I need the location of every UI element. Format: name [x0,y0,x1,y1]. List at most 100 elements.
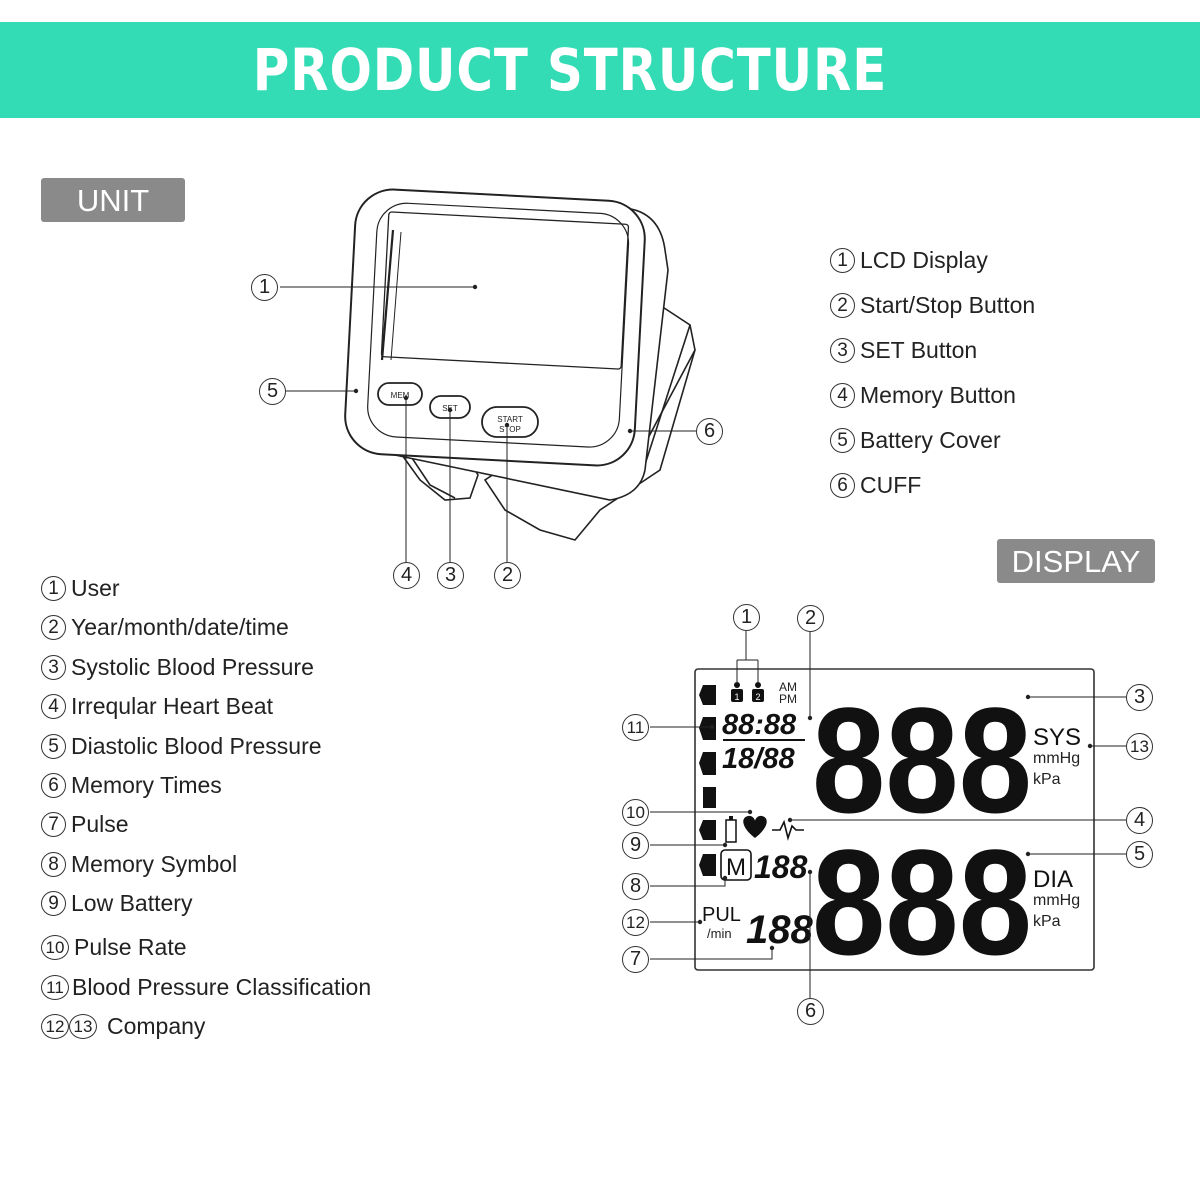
legend-number: 6 [830,473,855,498]
legend-number: 5 [830,428,855,453]
start-stop-button [481,406,539,438]
mem-button-label: MEM [391,391,410,400]
device-callout-4: 4 [393,562,420,589]
user-2-label: 2 [755,692,760,702]
pm-label: PM [779,692,797,706]
legend-label: Diastolic Blood Pressure [71,733,322,759]
legend-label: Start/Stop Button [860,292,1036,318]
lcd-callout-5: 5 [1126,841,1153,868]
stop-button-label: STOP [499,425,521,434]
lcd-callout-13: 13 [1126,733,1153,760]
memory-symbol: M [726,854,746,881]
legend-number: 4 [830,383,855,408]
legend-label: Memory Symbol [71,851,238,877]
lcd-callout-7: 7 [622,946,649,973]
display-legend-item: 10 Pulse Rate [41,934,187,961]
unit-legend-item: 4 Memory Button [830,382,1016,409]
unit-legend-item: 2 Start/Stop Button [830,292,1035,319]
legend-label: Pulse Rate [74,934,187,960]
legend-number: 13 [69,1014,97,1039]
display-legend-item: 12 13 Company [41,1013,205,1040]
dia-unit-kpa: kPa [1033,913,1061,930]
pul-label: PUL [702,904,741,926]
memory-symbol-box [720,849,752,881]
legend-label: Systolic Blood Pressure [71,654,314,680]
dia-label: DIA [1033,866,1073,893]
display-legend-item: 9 Low Battery [41,890,192,917]
display-legend-item: 7 Pulse [41,811,129,838]
legend-number: 10 [41,935,69,960]
unit-legend-item: 5 Battery Cover [830,427,1001,454]
legend-label: Irreqular Heart Beat [71,693,273,719]
legend-label: Battery Cover [860,427,1001,453]
display-legend-item: 5 Diastolic Blood Pressure [41,733,322,760]
legend-number: 1 [41,576,66,601]
page-title: PRODUCT STRUCTURE [252,36,888,104]
legend-label: Memory Button [860,382,1016,408]
lcd-callout-12: 12 [622,909,649,936]
legend-label: User [71,575,120,601]
lcd-callout-4: 4 [1126,807,1153,834]
user-1-label: 1 [734,692,739,702]
legend-number: 4 [41,694,66,719]
lcd-callout-6: 6 [797,998,824,1025]
legend-number: 2 [41,615,66,640]
display-legend-item: 2 Year/month/date/time [41,614,289,641]
unit-legend-item: 1 LCD Display [830,247,988,274]
legend-label: Low Battery [71,890,193,916]
start-button-label: START [497,415,523,424]
legend-label: Company [107,1013,206,1039]
set-button-label: SET [442,404,458,413]
unit-legend-item: 6 CUFF [830,472,921,499]
device-callout-1: 1 [251,274,278,301]
legend-label: Pulse [71,811,129,837]
device-front-face [344,188,646,467]
legend-number: 12 [41,1014,69,1039]
device-callout-5: 5 [259,378,286,405]
irregular-heartbeat-icon [772,819,804,841]
legend-number: 8 [41,852,66,877]
display-section-tag: DISPLAY [997,539,1155,583]
lcd-callout-3: 3 [1126,684,1153,711]
legend-label: Year/month/date/time [71,614,289,640]
per-min-label: /min [707,926,732,941]
lcd-callout-2: 2 [797,605,824,632]
lcd-callout-10: 10 [622,799,649,826]
display-legend-item: 6 Memory Times [41,772,222,799]
legend-label: SET Button [860,337,978,363]
legend-number: 7 [41,812,66,837]
lcd-callout-9: 9 [622,832,649,859]
device-callout-2: 2 [494,562,521,589]
memory-times-digits: 188 [754,849,808,885]
device-callout-3: 3 [437,562,464,589]
display-legend-item: 3 Systolic Blood Pressure [41,654,314,681]
mem-button [377,382,423,406]
pulse-digits: 188 [746,908,813,952]
dia-unit-mmhg: mmHg [1033,892,1080,909]
unit-legend-item: 3 SET Button [830,337,977,364]
date-digits: 18/88 [722,743,795,775]
sys-digits: 888 [812,676,1032,844]
sys-unit-kpa: kPa [1033,771,1061,788]
legend-number: 1 [830,248,855,273]
lcd-callout-11: 11 [622,714,649,741]
legend-label: Blood Pressure Classification [72,974,372,1000]
lcd-callout-8: 8 [622,873,649,900]
legend-number: 2 [830,293,855,318]
legend-number: 5 [41,734,66,759]
display-legend-item: 4 Irreqular Heart Beat [41,693,273,720]
title-banner: PRODUCT STRUCTURE [0,22,1200,118]
unit-section-tag: UNIT [41,178,185,222]
device-lcd-screen [380,211,630,370]
display-legend-item: 11 Blood Pressure Classification [41,974,371,1001]
legend-number: 6 [41,773,66,798]
legend-number: 3 [41,655,66,680]
am-label: AM [779,680,797,694]
legend-label: CUFF [860,472,922,498]
low-battery-icon [725,819,737,843]
sys-unit-mmhg: mmHg [1033,750,1080,767]
legend-label: Memory Times [71,772,222,798]
legend-number: 11 [41,975,69,1000]
